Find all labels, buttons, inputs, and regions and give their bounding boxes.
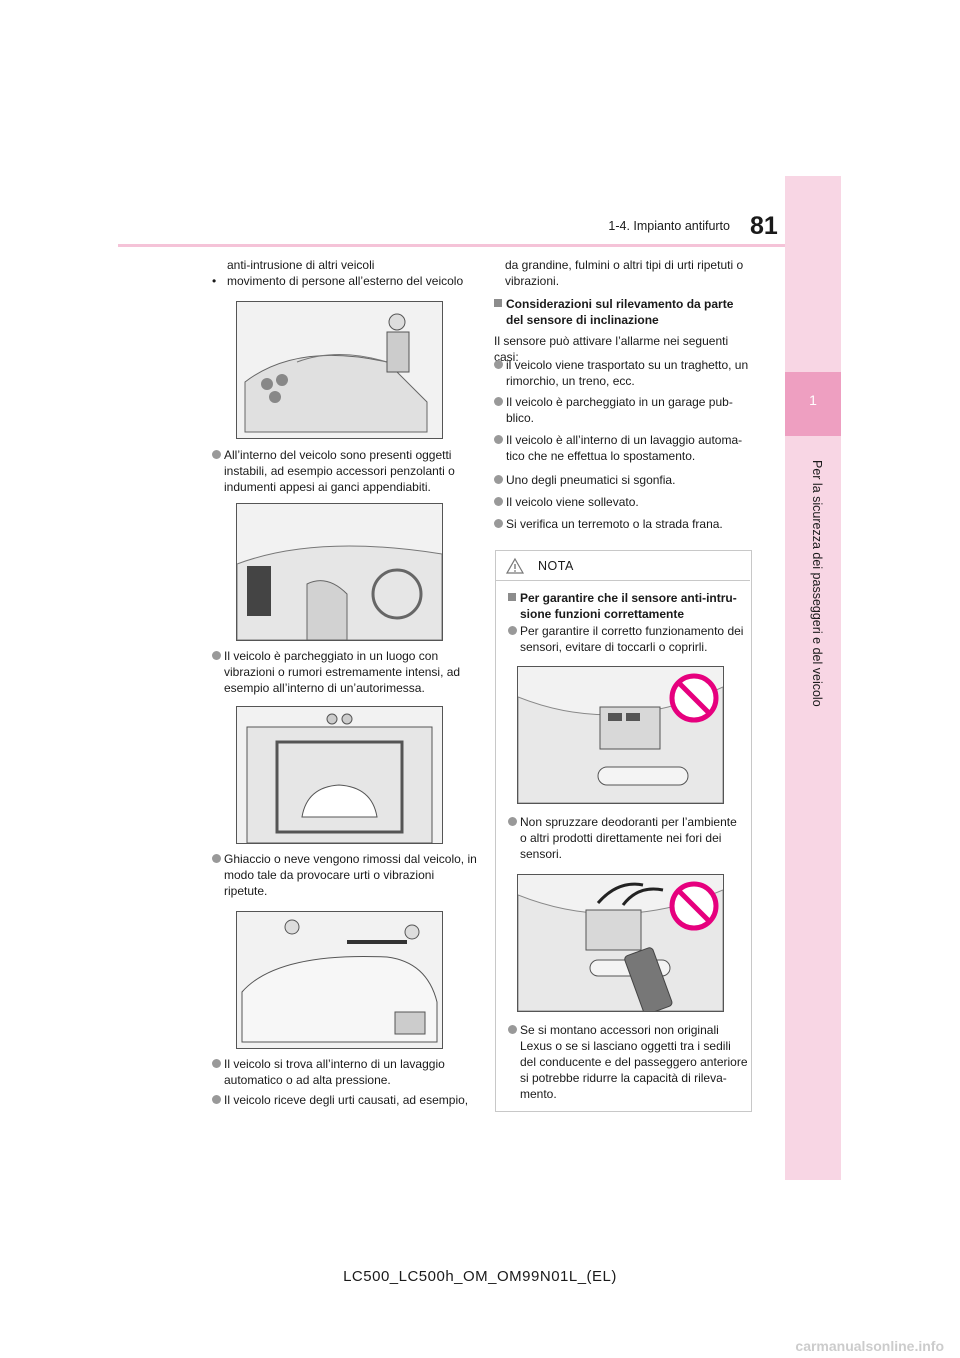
figure-interior-objects <box>236 301 443 439</box>
chapter-number: 1 <box>809 392 817 408</box>
heading-square <box>508 593 516 601</box>
figure-hanging-clothes <box>236 503 443 641</box>
figure-car-person-illustration <box>244 313 428 433</box>
figure-snow-car-illustration <box>241 919 438 1043</box>
watermark: carmanualsonline.info <box>795 1338 944 1354</box>
small-bullet-item: • movimento di persone all’esterno del ve… <box>212 273 477 289</box>
bullet-dot <box>212 854 221 863</box>
bullet-dot <box>494 360 503 369</box>
bullet-dot <box>508 1025 517 1034</box>
chapter-number-box <box>785 372 841 436</box>
section-title: 1-4. Impianto antifurto <box>608 219 730 233</box>
bullet-dot <box>508 817 517 826</box>
prohibited-icon <box>669 881 719 931</box>
bullet-dot <box>494 497 503 506</box>
figure-garage <box>236 706 443 844</box>
note-title: NOTA <box>538 559 574 573</box>
figure-garage-illustration <box>246 713 433 843</box>
bullet-dot <box>212 1095 221 1104</box>
page-number: 81 <box>750 212 778 240</box>
chapter-side-tab <box>785 176 841 1180</box>
figure-spray-illustration <box>518 882 723 1011</box>
warning-triangle-icon <box>505 556 525 576</box>
note-heading: Per garantire che il sensore anti-intru-… <box>508 590 743 622</box>
bullet-dot <box>212 651 221 660</box>
note-box <box>495 550 752 1112</box>
bullet-dot <box>212 450 221 459</box>
chapter-title: Per la sicurezza dei passeggeri e del ve… <box>810 460 824 707</box>
figure-do-not-cover <box>517 666 724 804</box>
figure-snow-removal <box>236 911 443 1049</box>
warning-triangle-svg <box>505 557 525 574</box>
footer-document-code: LC500_LC500h_OM_OM99N01L_(EL) <box>343 1268 617 1285</box>
bullet-dot <box>508 626 517 635</box>
continued-text: da grandine, fulmini o altri tipi di urt… <box>505 258 744 288</box>
bullet-dot <box>494 435 503 444</box>
figure-sensor-illustration <box>518 686 723 803</box>
bullet-dot <box>494 475 503 484</box>
heading-square <box>494 299 502 307</box>
small-bullet-text: movimento di persone all’esterno del vei… <box>227 274 464 288</box>
bullet-dot <box>494 397 503 406</box>
header-rule <box>118 244 840 247</box>
prohibited-icon <box>669 673 719 723</box>
small-bullet-mark: • <box>212 274 217 288</box>
figure-do-not-spray <box>517 874 724 1012</box>
figure-cabin-illustration <box>237 545 442 640</box>
bullet-dot <box>212 1059 221 1068</box>
bullet-dot <box>494 519 503 528</box>
section-heading: Considerazioni sul rilevamento da parte … <box>494 296 750 328</box>
note-header-rule <box>495 580 750 581</box>
continued-text: anti-intrusione di altri veicoli <box>227 258 375 272</box>
